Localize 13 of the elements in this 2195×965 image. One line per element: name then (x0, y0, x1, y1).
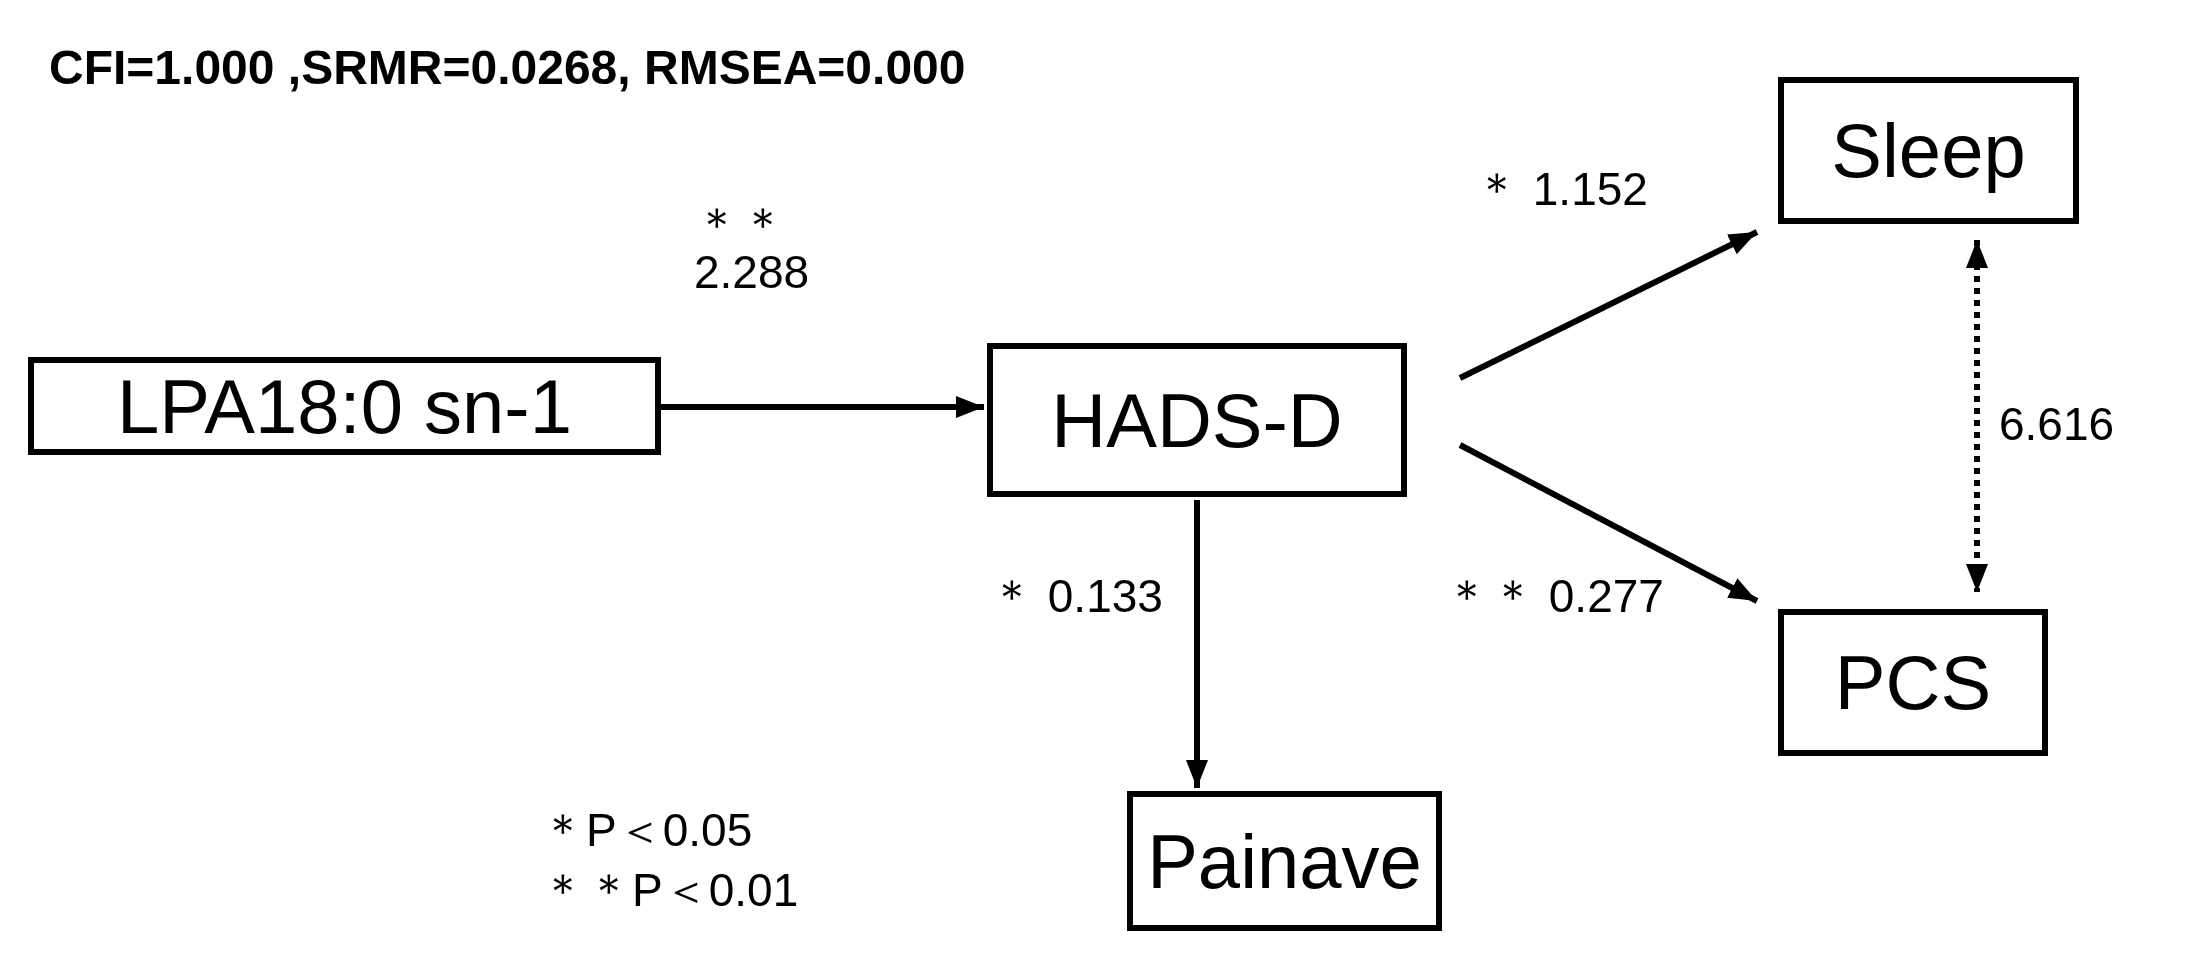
variable-box: HADS-D (987, 343, 1407, 497)
arrow (1458, 442, 1759, 604)
arrow (661, 396, 984, 418)
variable-box: Painave (1127, 791, 1442, 931)
fit-indices-title: CFI=1.000 ,SRMR=0.0268, RMSEA=0.000 (49, 40, 966, 95)
arrow (1458, 229, 1759, 381)
arrow (1966, 240, 1988, 592)
arrow (1186, 500, 1208, 788)
variable-box: PCS (1778, 609, 2048, 756)
significance-note: ＊＊P＜0.01 (540, 863, 799, 918)
variable-box: LPA18:0 sn-1 (28, 357, 661, 455)
significance-note: ＊P＜0.05 (540, 803, 753, 858)
variable-box: Sleep (1778, 77, 2079, 224)
